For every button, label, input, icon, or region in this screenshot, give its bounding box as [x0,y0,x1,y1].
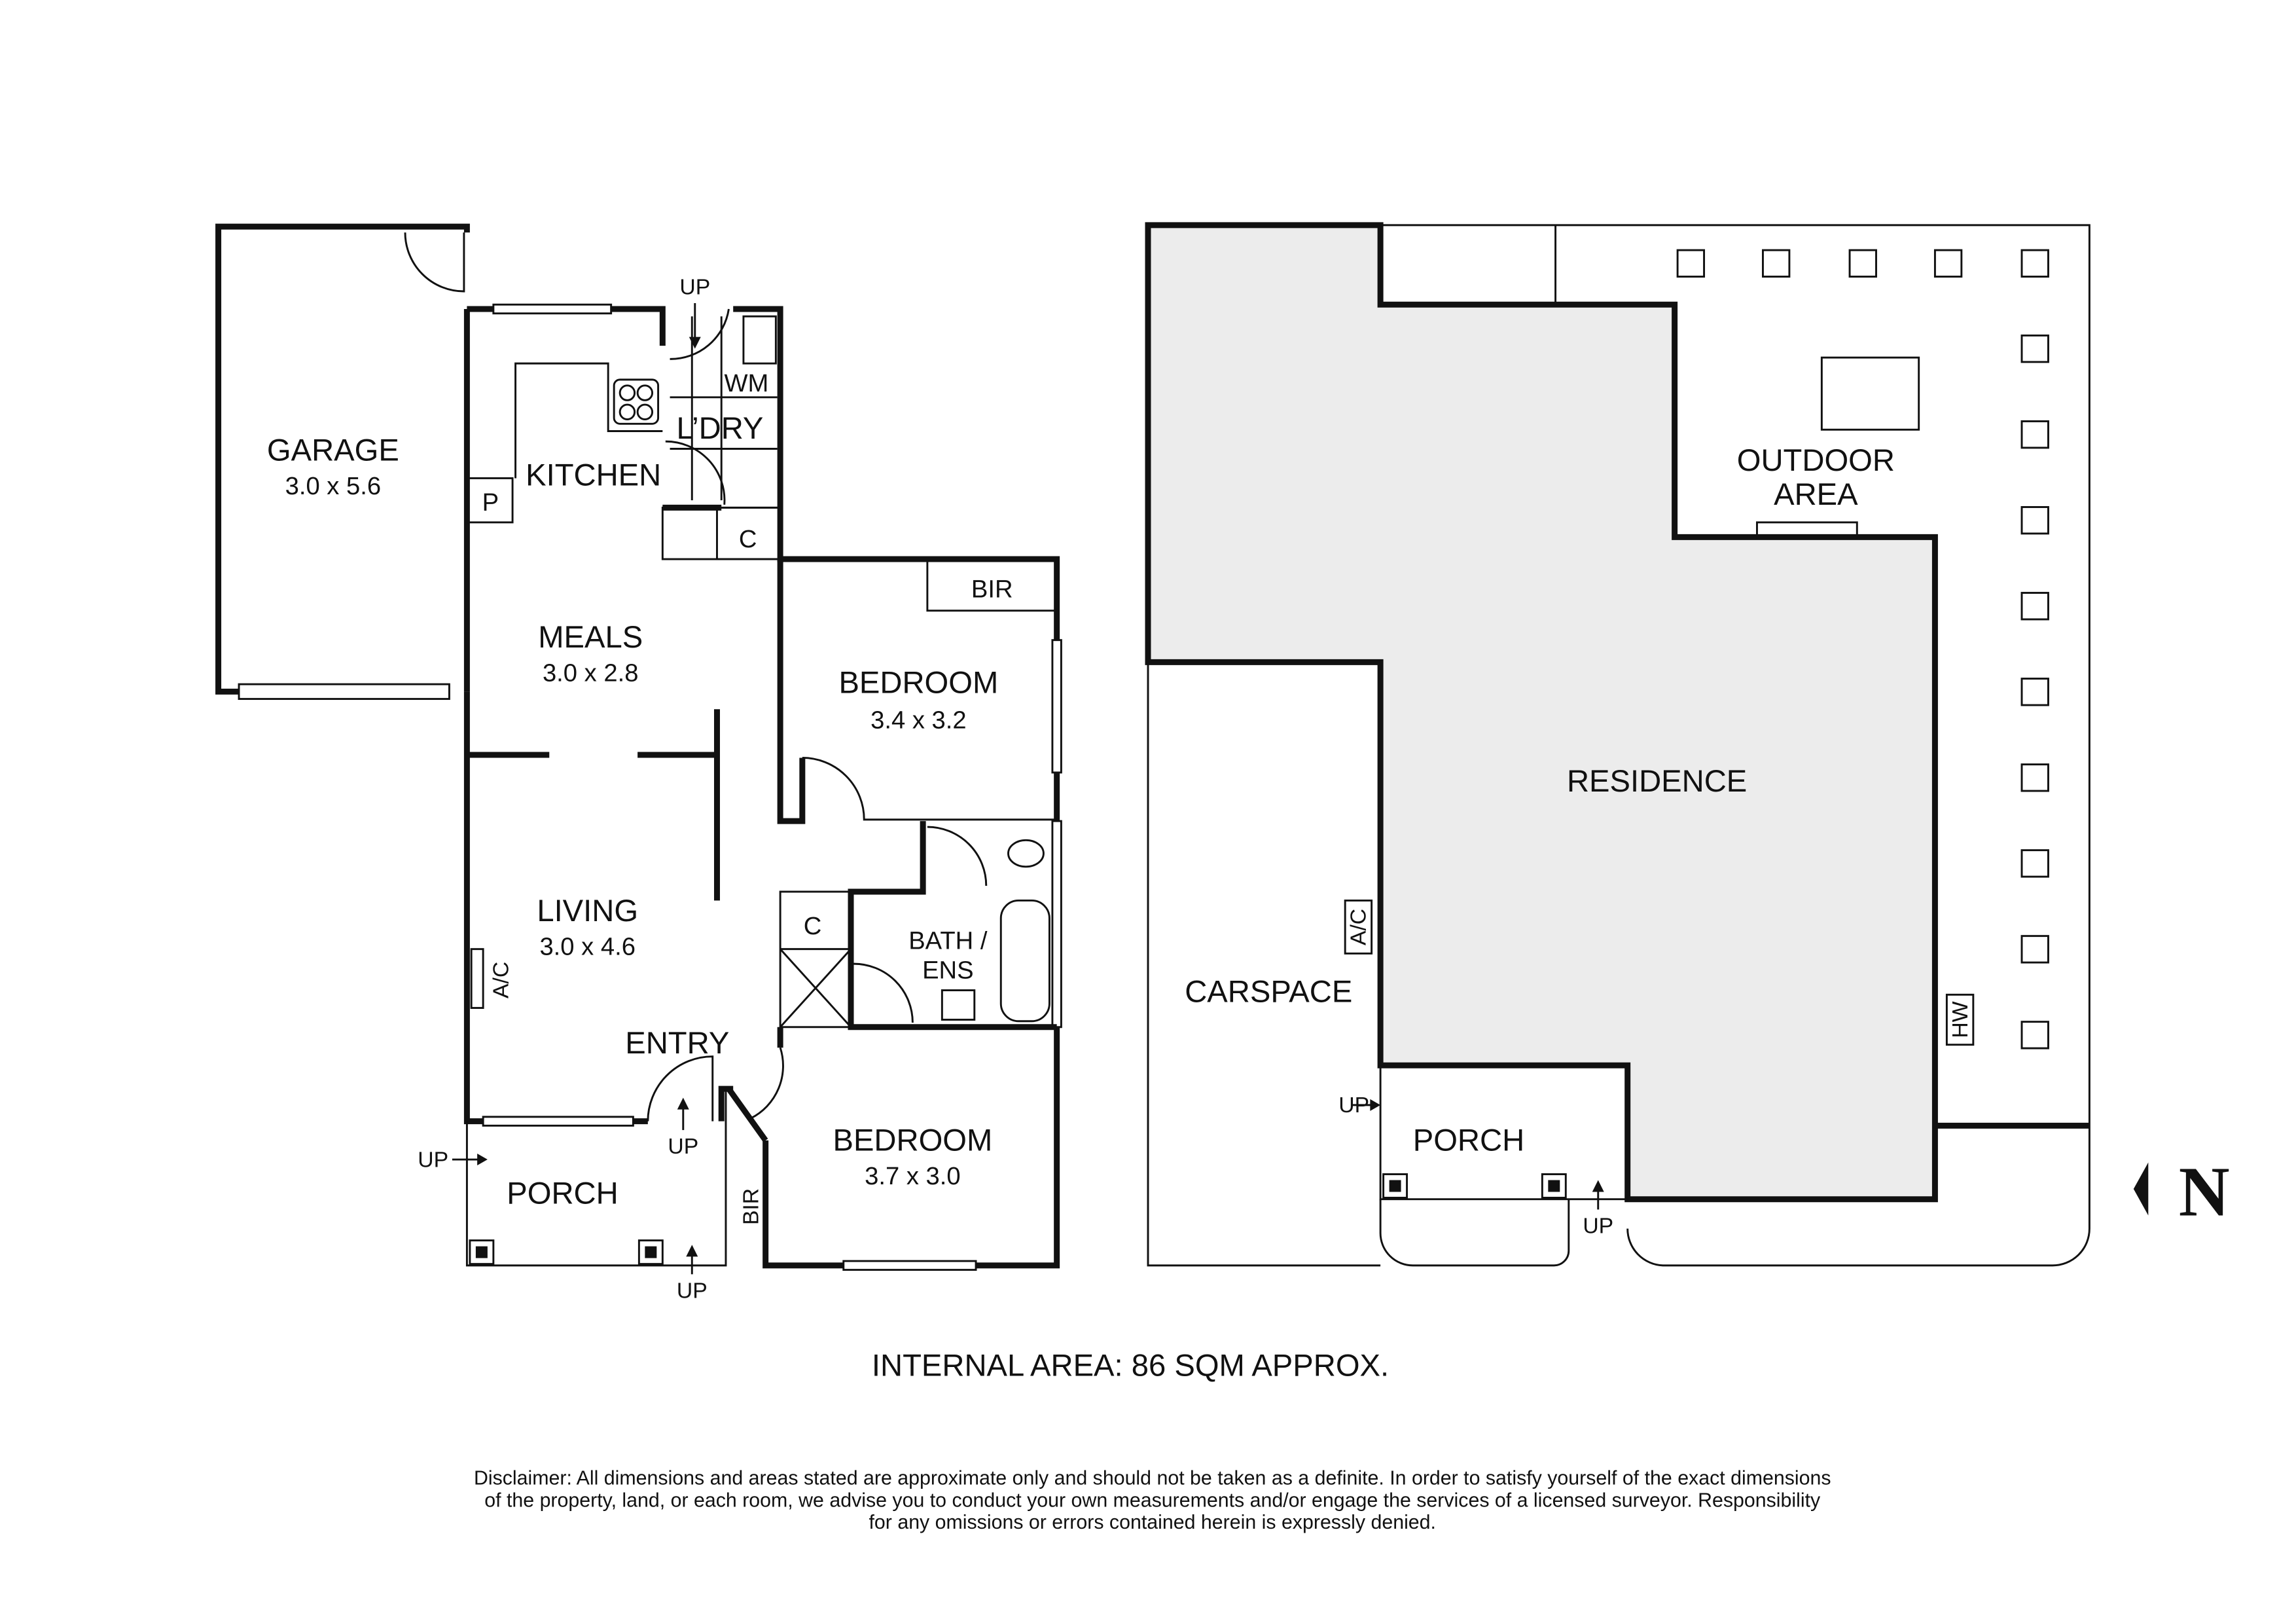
post [1848,249,1877,278]
outdoor-table [1820,356,1920,431]
outdoor-label-1: OUTDOOR [1737,443,1895,478]
wm-label: WM [725,369,769,397]
carspace-label: CARSPACE [1185,975,1352,1010]
up-label: UP [418,1147,448,1172]
porch-label: PORCH [507,1176,618,1211]
post [2020,592,2049,621]
disclaimer-line: Disclaimer: All dimensions and areas sta… [474,1468,1831,1489]
post [2020,249,2049,278]
residence-footprint [1145,222,1938,1203]
disclaimer-line: of the property, land, or each room, we … [484,1489,1821,1511]
garage-label: GARAGE [267,433,399,467]
living-dim: 3.0 x 4.6 [539,933,636,961]
meals-dim: 3.0 x 2.8 [543,659,639,687]
up-label: UP [668,1134,698,1159]
post [2020,1021,2049,1049]
cooktop-icon [613,378,660,425]
porch-label: PORCH [1413,1123,1524,1158]
post [2020,935,2049,964]
garage-door [238,683,450,701]
living-window [482,1116,634,1127]
bedroom2-label: BEDROOM [833,1123,992,1158]
post [2020,763,2049,792]
bedroom2-dim: 3.7 x 3.0 [865,1162,961,1190]
kitchen-label: KITCHEN [526,458,661,493]
post [1933,249,1963,278]
floor-plan: GARAGE 3.0 x 5.6 KITCHEN L’DRY WM P C ME… [215,223,1062,1303]
cupboard-label: C [739,525,757,553]
garage-wall [215,223,470,695]
hot-water-label: HW [1948,1001,1973,1038]
bedroom1-label: BEDROOM [838,666,998,701]
post [2020,678,2049,706]
toilet [1007,839,1045,868]
up-label: UP [1338,1093,1369,1118]
disclaimer-line: for any omissions or errors contained he… [869,1512,1436,1533]
bir1-label: BIR [971,575,1013,603]
residence-label: RESIDENCE [1567,764,1747,799]
bath-label-1: BATH / [908,927,988,955]
bath-cupboard-label: C [804,912,822,940]
kitchen-window [492,303,613,315]
garage-side-door [404,232,465,293]
outdoor-posts [1676,249,2049,1049]
bedroom1-dim: 3.4 x 3.2 [870,706,967,735]
outdoor-label-2: AREA [1774,477,1858,512]
post [2020,420,2049,449]
site-plan: OUTDOOR AREA RESIDENCE CARSPACE A/C HW P… [1145,222,2090,1267]
up-label: UP [677,1278,708,1303]
ac-label: A/C [488,962,513,998]
laundry-label: L’DRY [677,411,764,446]
bathtub [999,900,1050,1023]
ac-label: A/C [1346,909,1371,945]
meals-label: MEALS [538,620,643,655]
post [2020,849,2049,878]
washing-machine-tub [742,315,777,365]
bath-label-2: ENS [922,957,974,985]
post [1676,249,1706,278]
north-label: N [2179,1153,2230,1231]
bir2-label: BIR [738,1188,763,1225]
north-arrow: N [2133,1153,2230,1231]
bedroom2-window [842,1260,977,1271]
internal-area: INTERNAL AREA: 86 SQM APPROX. [872,1348,1389,1383]
post [2020,334,2049,363]
entry-label: ENTRY [625,1026,729,1061]
garage-dim: 3.0 x 5.6 [285,472,382,500]
living-label: LIVING [537,894,638,928]
post [2020,506,2049,535]
up-label: UP [1583,1213,1613,1238]
post [1761,249,1791,278]
pantry-label: P [482,488,499,517]
north-arrow-icon [2133,1162,2149,1216]
up-label: UP [679,275,710,300]
bedroom-window [1051,639,1062,774]
